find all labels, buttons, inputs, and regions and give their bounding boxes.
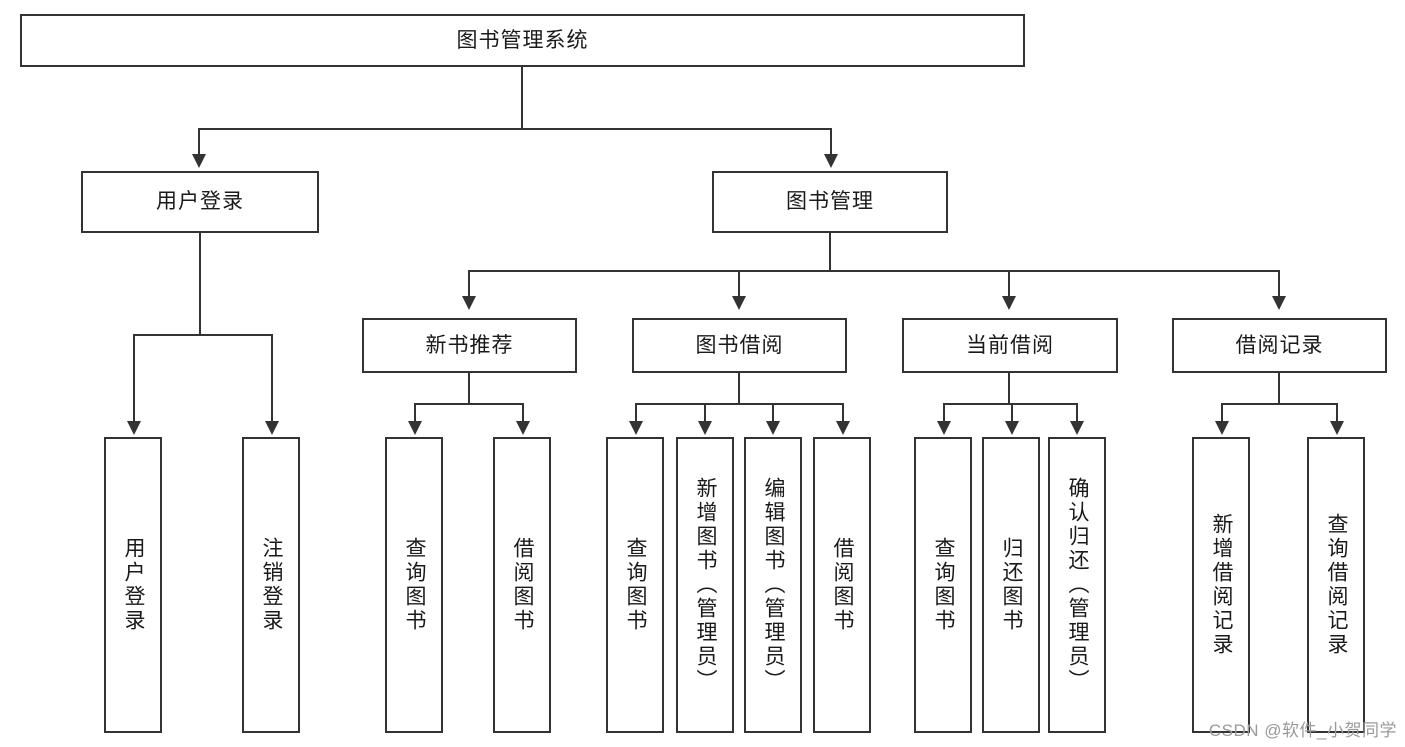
node-new-book-recommend[interactable]: 新书推荐 xyxy=(362,318,577,373)
arrow-leaf-add-book xyxy=(698,421,712,435)
arrow-new-book-recommend xyxy=(462,296,476,310)
node-leaf-borrow-book-2[interactable]: 借阅图书 xyxy=(813,437,871,733)
connector-drop-leaf-logout-login xyxy=(271,334,273,423)
connector-new-book-recommend-stem xyxy=(468,373,470,404)
connector-drop-book-borrow xyxy=(738,270,740,298)
connector-drop-borrow-record xyxy=(1278,270,1280,298)
connector-borrow-record-stem xyxy=(1278,373,1280,404)
connector-drop-user-login xyxy=(198,128,200,156)
node-user-login[interactable]: 用户登录 xyxy=(81,171,319,233)
arrow-book-manage xyxy=(824,154,838,168)
node-label: 查询图书 xyxy=(932,537,955,633)
node-label: 借阅图书 xyxy=(511,537,534,633)
connector-drop-leaf-query-book-2 xyxy=(635,403,637,423)
connector-drop-leaf-add-book xyxy=(704,403,706,423)
node-label: 查询图书 xyxy=(624,537,647,633)
node-label: 查询图书 xyxy=(403,537,426,633)
arrow-leaf-query-book-3 xyxy=(937,421,951,435)
arrow-leaf-borrow-book-2 xyxy=(836,421,850,435)
node-leaf-edit-book[interactable]: 编辑图书（管理员） xyxy=(744,437,802,733)
connector-level2-bar xyxy=(198,128,832,130)
arrow-leaf-borrow-book-1 xyxy=(516,421,530,435)
arrow-leaf-query-book-2 xyxy=(629,421,643,435)
node-leaf-confirm-return[interactable]: 确认归还（管理员） xyxy=(1048,437,1106,733)
arrow-leaf-edit-book xyxy=(766,421,780,435)
node-leaf-query-book-1[interactable]: 查询图书 xyxy=(385,437,443,733)
node-label: 用户登录 xyxy=(156,190,244,214)
connector-drop-leaf-confirm-return xyxy=(1076,403,1078,423)
connector-book-borrow-stem xyxy=(738,373,740,404)
connector-drop-current-borrow xyxy=(1008,270,1010,298)
node-label: 当前借阅 xyxy=(966,333,1054,357)
node-leaf-return-book[interactable]: 归还图书 xyxy=(982,437,1040,733)
arrow-current-borrow xyxy=(1002,296,1016,310)
arrow-leaf-logout-login xyxy=(265,421,279,435)
node-label: 编辑图书（管理员） xyxy=(762,477,785,693)
node-label: 新增借阅记录 xyxy=(1210,513,1233,657)
node-label: 用户登录 xyxy=(122,537,145,633)
node-book-borrow[interactable]: 图书借阅 xyxy=(632,318,847,373)
connector-drop-leaf-add-borrow-record xyxy=(1221,403,1223,423)
arrow-leaf-add-borrow-record xyxy=(1215,421,1229,435)
connector-drop-leaf-borrow-book-1 xyxy=(522,403,524,423)
node-book-manage[interactable]: 图书管理 xyxy=(712,171,948,233)
node-leaf-query-book-3[interactable]: 查询图书 xyxy=(914,437,972,733)
node-borrow-record[interactable]: 借阅记录 xyxy=(1172,318,1387,373)
connector-drop-leaf-return-book xyxy=(1011,403,1013,423)
node-leaf-logout-login[interactable]: 注销登录 xyxy=(242,437,300,733)
node-leaf-query-borrow-record[interactable]: 查询借阅记录 xyxy=(1307,437,1365,733)
connector-drop-leaf-query-book-1 xyxy=(414,403,416,423)
connector-root-stem xyxy=(521,67,523,129)
node-leaf-query-book-2[interactable]: 查询图书 xyxy=(606,437,664,733)
connector-drop-new-book-recommend xyxy=(468,270,470,298)
node-leaf-user-login[interactable]: 用户登录 xyxy=(104,437,162,733)
arrow-leaf-user-login xyxy=(127,421,141,435)
arrow-borrow-record xyxy=(1272,296,1286,310)
node-label: 图书管理系统 xyxy=(456,28,589,52)
node-label: 借阅图书 xyxy=(831,537,854,633)
connector-drop-leaf-borrow-book-2 xyxy=(842,403,844,423)
node-label: 归还图书 xyxy=(1000,537,1023,633)
connector-drop-leaf-user-login xyxy=(133,334,135,423)
node-label: 查询借阅记录 xyxy=(1325,513,1348,657)
node-book-management-system[interactable]: 图书管理系统 xyxy=(20,14,1025,67)
node-label: 图书借阅 xyxy=(695,333,784,357)
arrow-leaf-query-borrow-record xyxy=(1330,421,1344,435)
arrow-leaf-query-book-1 xyxy=(408,421,422,435)
connector-level3-bar xyxy=(468,270,1280,272)
node-label: 确认归还（管理员） xyxy=(1066,477,1089,693)
connector-current-borrow-stem xyxy=(1008,373,1010,404)
connector-drop-leaf-edit-book xyxy=(772,403,774,423)
connector-book-manage-stem xyxy=(829,233,831,271)
node-leaf-add-book[interactable]: 新增图书（管理员） xyxy=(676,437,734,733)
node-label: 图书管理 xyxy=(786,190,874,214)
node-label: 借阅记录 xyxy=(1235,333,1324,357)
connector-new-book-recommend-bar xyxy=(414,403,524,405)
node-leaf-add-borrow-record[interactable]: 新增借阅记录 xyxy=(1192,437,1250,733)
connector-user-login-bar xyxy=(133,334,272,336)
node-current-borrow[interactable]: 当前借阅 xyxy=(902,318,1118,373)
arrow-user-login xyxy=(192,154,206,168)
connector-drop-book-manage xyxy=(830,128,832,156)
arrow-leaf-confirm-return xyxy=(1070,421,1084,435)
connector-user-login-stem xyxy=(199,233,201,335)
node-label: 新增图书（管理员） xyxy=(694,477,717,693)
connector-book-borrow-bar xyxy=(635,403,844,405)
connector-borrow-record-bar xyxy=(1221,403,1338,405)
connector-current-borrow-bar xyxy=(943,403,1078,405)
node-leaf-borrow-book-1[interactable]: 借阅图书 xyxy=(493,437,551,733)
arrow-leaf-return-book xyxy=(1005,421,1019,435)
node-label: 注销登录 xyxy=(260,537,283,633)
node-label: 新书推荐 xyxy=(425,333,514,357)
arrow-book-borrow xyxy=(732,296,746,310)
connector-drop-leaf-query-book-3 xyxy=(943,403,945,423)
connector-drop-leaf-query-borrow-record xyxy=(1336,403,1338,423)
